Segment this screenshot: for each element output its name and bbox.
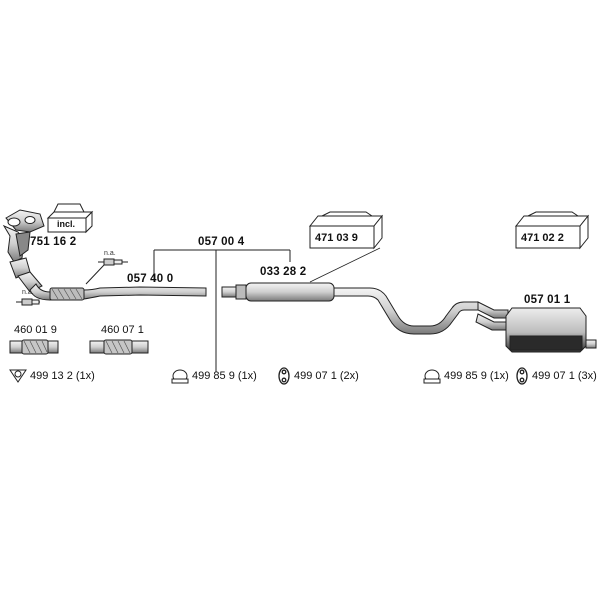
kit-label-center: 471 03 9 — [315, 232, 358, 244]
manifold-kit-package[interactable] — [46, 203, 94, 234]
manifold-assembly[interactable] — [2, 209, 45, 293]
accessory-label: 499 85 9 (1x) — [444, 370, 509, 382]
accessory-label: 499 85 9 (1x) — [192, 370, 257, 382]
clamp-icon — [423, 369, 441, 384]
manifold-kit-note: incl. — [57, 219, 76, 229]
part-label-pipe-group: 057 00 4 — [198, 236, 245, 248]
clamp-icon — [171, 369, 189, 384]
sensor-note-2: n.a. — [22, 289, 34, 296]
flex-pipe-2[interactable] — [89, 339, 149, 355]
part-label-manifold: 751 16 2 — [30, 236, 77, 248]
flex-pipe-1[interactable] — [9, 339, 59, 355]
accessory-label: 499 07 1 (3x) — [532, 370, 597, 382]
kit-box-center[interactable] — [308, 211, 384, 250]
rubber-hanger-icon — [278, 367, 290, 385]
kit-leader-line — [309, 247, 381, 283]
pipe-group-bracket — [153, 249, 291, 372]
kit-box-rear[interactable] — [514, 211, 590, 250]
lambda-sensor-2[interactable] — [16, 298, 40, 306]
rear-silencer[interactable] — [475, 301, 597, 353]
rubber-hanger-icon — [516, 367, 528, 385]
part-label-flex-1: 460 01 9 — [14, 324, 57, 336]
center-silencer[interactable] — [221, 282, 479, 335]
part-label-rear-silencer: 057 01 1 — [524, 294, 571, 306]
part-label-front-pipe: 057 40 0 — [127, 273, 174, 285]
accessory-label: 499 13 2 (1x) — [30, 370, 95, 382]
part-label-center-silencer: 033 28 2 — [260, 266, 307, 278]
part-label-flex-2: 460 07 1 — [101, 324, 144, 336]
lambda-sensor-1[interactable] — [85, 258, 128, 285]
kit-label-rear: 471 02 2 — [521, 232, 564, 244]
front-pipe[interactable] — [29, 283, 207, 301]
gasket-icon — [9, 369, 27, 383]
sensor-note-1: n.a. — [104, 250, 116, 257]
accessory-label: 499 07 1 (2x) — [294, 370, 359, 382]
